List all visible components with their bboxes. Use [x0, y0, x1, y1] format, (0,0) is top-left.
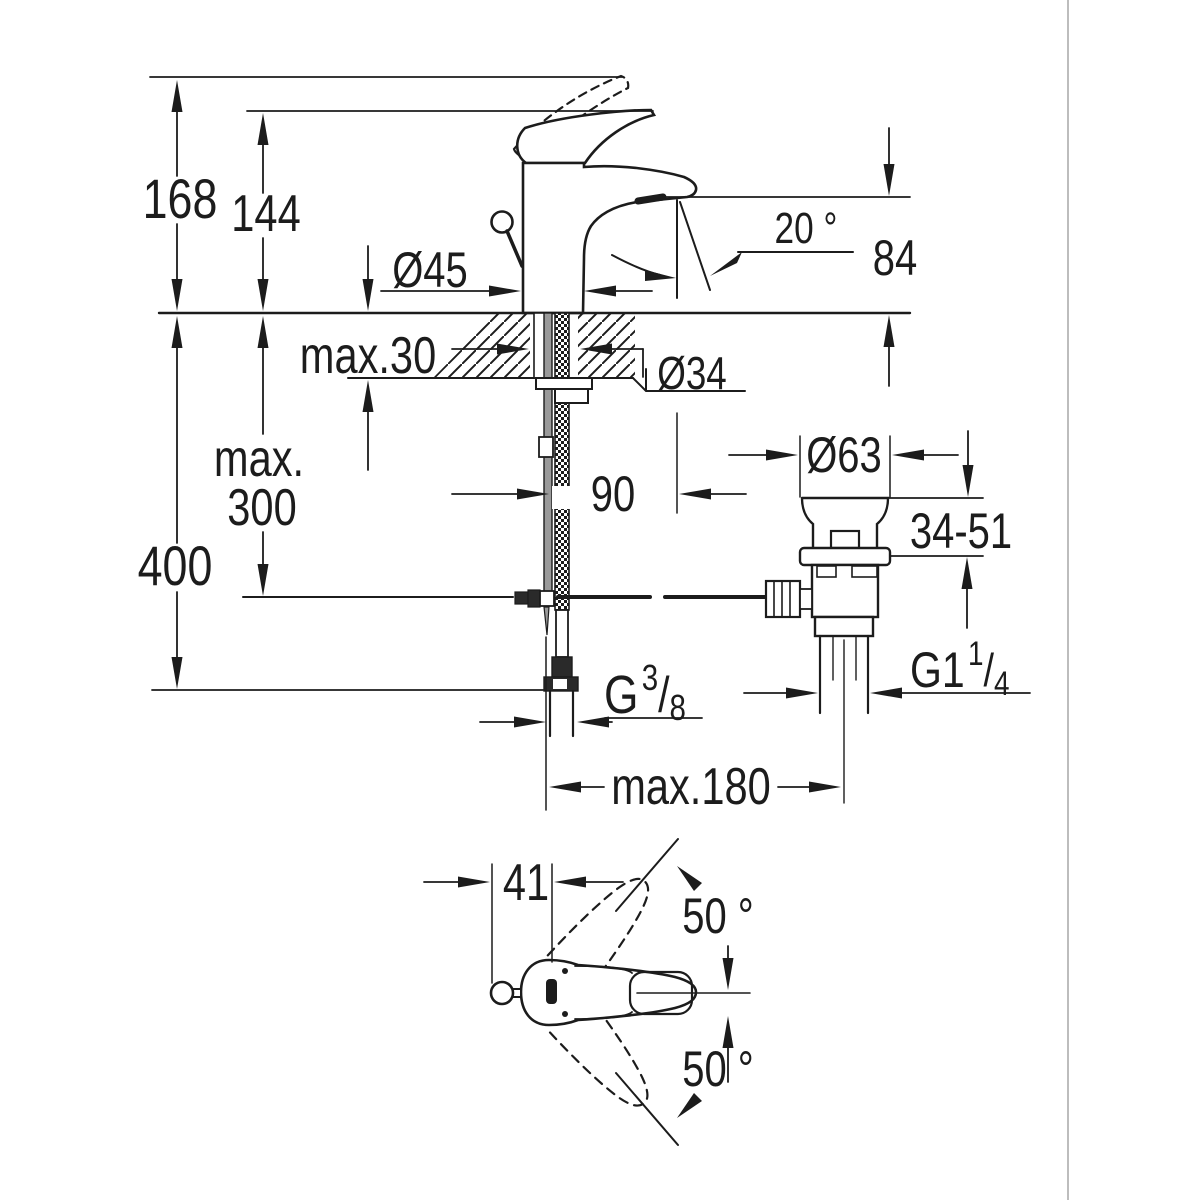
drain-thread-base: G1 [910, 642, 965, 698]
tailpiece-ring [813, 615, 875, 638]
spout-angle-leader-arrowhead [710, 252, 742, 276]
drain-flange-rim [798, 546, 892, 567]
drain-thread-denominator: 4 [993, 665, 1010, 703]
top-view-popup-knob [489, 980, 515, 1006]
supply-thread-denominator: 8 [669, 687, 686, 728]
popup-rod-tip [543, 606, 550, 636]
thumbscrew-knurling [773, 580, 791, 618]
dim-label-handle-offset: 41 [502, 854, 550, 912]
linkage-clamp-c [539, 590, 555, 607]
dim-label-supply-thread: G 3 / 8 [604, 660, 686, 726]
drain-thread-numerator: 1 [967, 635, 984, 673]
spout-angle-arc-arrowhead [645, 270, 676, 281]
faucet-body-spout [521, 161, 698, 315]
dim-label-hole-diameter: Ø34 [657, 347, 727, 399]
dim-label-hose-max-value: 300 [227, 479, 297, 537]
rod-guide-fitting [538, 436, 554, 458]
top-view-faucet [423, 838, 751, 1146]
dim-label-spout-angle: 20 ° [774, 204, 838, 253]
popup-knob-rod [505, 229, 524, 268]
swivel-upper-arc-end-arrow [722, 958, 734, 990]
hole-label-leader [632, 368, 746, 392]
detail-dot-bottom [562, 1011, 568, 1017]
hose-break-gap [552, 486, 572, 509]
braided-supply-hose [554, 312, 570, 611]
dim-label-swivel-upper: 50 ° [682, 888, 754, 944]
overflow-slot-left [816, 565, 837, 578]
swivel-lower-arc-end-arrow [722, 1016, 734, 1048]
dim-label-hose-offset: 90 [590, 466, 636, 522]
spout-angle-ray-slanted [679, 201, 711, 291]
dim-label-reach-max: max.180 [611, 758, 771, 816]
dim-label-hose-max-word: max. [213, 430, 305, 488]
handle-swivel-lower-dashed [545, 994, 649, 1107]
dim-label-swivel-lower: 50 ° [682, 1041, 754, 1097]
supply-thread-numerator: 3 [641, 657, 659, 698]
detail-dot-top [562, 968, 568, 974]
swivel-ray-upper [615, 838, 679, 912]
drain-thread-slash: / [983, 644, 994, 696]
cartridge-mark [546, 979, 557, 1004]
linkage-thumbscrew [764, 579, 802, 619]
lever-handle [515, 108, 657, 165]
dim-label-height-to-lever: 144 [231, 185, 301, 243]
linkage-clamp-b [527, 589, 541, 608]
top-view-inner-lines [574, 965, 633, 1020]
hose-connector-hex-face [553, 679, 567, 689]
overflow-slot-right [851, 565, 878, 578]
popup-knob [490, 210, 514, 234]
dim-label-spout-height: 84 [872, 230, 918, 286]
dim-label-drain-deck-range: 34-51 [909, 503, 1013, 559]
swivel-lower-arc-arrowhead [677, 1093, 702, 1118]
supply-thread-base: G [604, 665, 639, 725]
mounting-nut [554, 388, 589, 404]
swivel-ray-lower [615, 1072, 679, 1146]
mounting-washer [535, 377, 593, 390]
thumbscrew-collar [799, 588, 813, 610]
spout-angle-arc [611, 254, 661, 276]
dim-label-total-depth: 400 [137, 534, 213, 597]
dim-label-height-overall: 168 [142, 167, 218, 230]
hose-connector-nut [551, 656, 573, 678]
counter-hatch-left [433, 313, 530, 378]
dim-label-drain-flange-diameter: Ø63 [806, 427, 882, 483]
dim-label-base-diameter: Ø45 [392, 242, 468, 298]
drain-flange [800, 496, 890, 550]
linkage-clamp-a [514, 591, 529, 605]
hose-tube-end [555, 609, 569, 658]
handle-swivel-upper-dashed [546, 877, 650, 991]
supply-thread-slash: / [658, 667, 670, 723]
side-view-dimensions [149, 76, 1031, 811]
dim-label-deck-thickness: max.30 [299, 327, 437, 385]
swivel-upper-arc-arrowhead [677, 866, 702, 891]
aerator [634, 193, 667, 205]
dim-label-drain-thread: G1 1 / 4 [910, 637, 1009, 701]
drain-plug-tab [829, 529, 861, 550]
